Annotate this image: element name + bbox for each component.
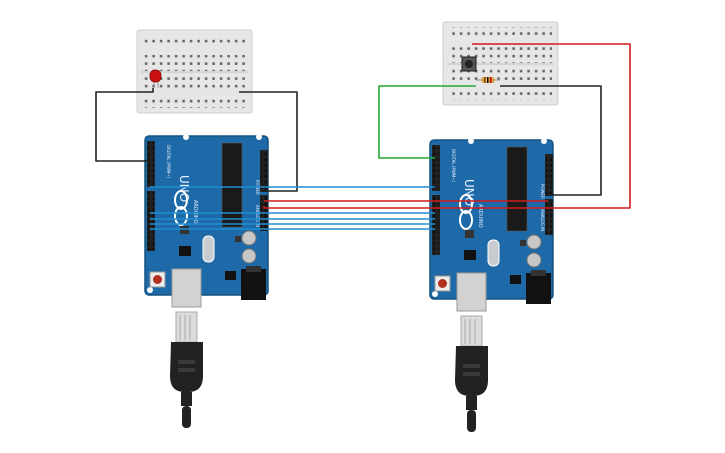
reset-button-right[interactable]	[434, 275, 451, 292]
wire-black-left-gnd[interactable]	[239, 91, 298, 192]
arduino-uno-right[interactable]: UNO ARDUINO DIGITAL (PWM~) POWER ANALOG …	[429, 138, 554, 312]
digital-label: DIGITAL (PWM~)	[451, 149, 456, 183]
digital-label: DIGITAL (PWM~)	[166, 145, 171, 179]
resistor[interactable]	[476, 77, 500, 83]
arduino-logo-icon	[459, 194, 473, 230]
wire-green-button[interactable]	[378, 85, 476, 159]
analog-label: ANALOG IN	[255, 205, 260, 227]
board-brand-label: ARDUINO	[477, 204, 483, 228]
usb-cable-left[interactable]	[170, 311, 203, 428]
board-model-label: UNO	[462, 179, 476, 206]
arduino-logo-icon	[174, 190, 188, 226]
wires	[95, 43, 631, 230]
analog-label: ANALOG IN	[540, 209, 545, 231]
wire-black-left[interactable]	[95, 88, 154, 162]
pushbutton[interactable]	[461, 56, 477, 72]
board-model-label: UNO	[177, 175, 191, 202]
board-brand-label: ARDUINO	[192, 200, 198, 224]
wire-red-5v[interactable]	[263, 43, 631, 209]
dc-power-jack-left	[241, 266, 266, 300]
reset-button-left[interactable]	[149, 271, 166, 288]
dc-power-jack-right	[526, 270, 551, 304]
breadboard-right[interactable]	[442, 21, 559, 106]
led[interactable]	[149, 69, 162, 88]
power-label: POWER	[540, 184, 545, 199]
usb-cable-right[interactable]	[455, 315, 488, 432]
arduino-uno-left[interactable]: UNO ARDUINO DIGITAL (PWM~) POWER ANALOG …	[144, 134, 269, 308]
breadboard-left[interactable]	[136, 29, 253, 114]
wire-black-right-gnd[interactable]	[500, 85, 602, 196]
